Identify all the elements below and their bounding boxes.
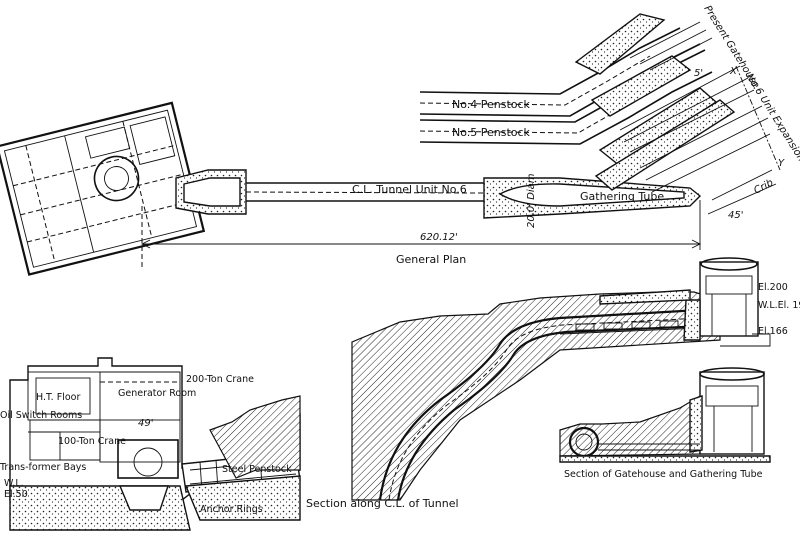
general-plan: Present Gatehouse No.4 Penstock No.5 Pen… bbox=[0, 4, 800, 276]
generator-room-label: Generator Room bbox=[118, 388, 196, 399]
gathering-tube-bays bbox=[575, 320, 679, 331]
tunnel-cl-label: C.L. Tunnel Unit No.6 bbox=[352, 183, 467, 196]
powerhouse-section: 200-Ton Crane Generator Room 49' H.T. Fl… bbox=[0, 357, 301, 531]
crib-label: Crib bbox=[752, 177, 775, 196]
penstock4-label: No.4 Penstock bbox=[452, 98, 531, 111]
diameter-label: 20.0' Diam bbox=[526, 173, 537, 228]
dim-49-label: 49' bbox=[138, 418, 153, 429]
oil-switch-label: Oil Switch Rooms bbox=[0, 410, 82, 421]
x-mark: X bbox=[729, 66, 738, 77]
ht-floor-label: H.T. Floor bbox=[36, 392, 80, 403]
general-plan-caption: General Plan bbox=[396, 253, 466, 266]
crane200-label: 200-Ton Crane bbox=[186, 374, 254, 385]
penstock5-label: No.5 Penstock bbox=[452, 126, 531, 139]
el50-label: El.50 bbox=[4, 489, 28, 500]
dim-45-label: 45' bbox=[728, 210, 743, 221]
expansion-label: No.6 Unit Expansion bbox=[743, 72, 800, 164]
gatehouse-section: Section of Gatehouse and Gathering Tube bbox=[559, 367, 771, 480]
section-gatehouse-caption: Section of Gatehouse and Gathering Tube bbox=[564, 469, 763, 480]
wl195-label: W.L.El. 195 bbox=[758, 300, 800, 311]
powerhouse-plan bbox=[0, 101, 206, 276]
tunnel-section: El.200 W.L.El. 195 El.166 Section along … bbox=[306, 257, 800, 510]
y-mark: Y bbox=[778, 158, 785, 169]
wl-left-label: W.L. bbox=[4, 478, 24, 489]
anchor-rings-label: Anchor Rings bbox=[200, 504, 263, 515]
dim-620-label: 620.12' bbox=[420, 232, 458, 243]
gathering-tube-label: Gathering Tube bbox=[580, 190, 664, 203]
crane100-label: 100-Ton Crane bbox=[58, 436, 126, 447]
steel-penstock-label: Steel Penstock bbox=[222, 464, 292, 475]
dim-5-label: 5' bbox=[694, 68, 703, 79]
section-tunnel-caption: Section along C.L. of Tunnel bbox=[306, 497, 459, 510]
el200-label: El.200 bbox=[758, 282, 788, 293]
intake-bays bbox=[619, 21, 771, 193]
el166-label: El.166 bbox=[758, 326, 788, 337]
transformer-bays-label: Trans-former Bays bbox=[0, 462, 86, 473]
